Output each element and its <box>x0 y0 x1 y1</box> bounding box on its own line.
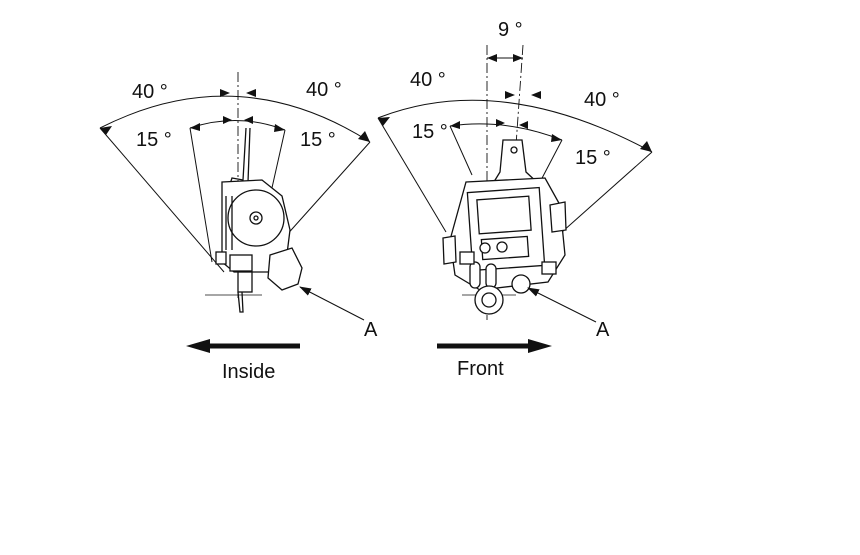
left-direction-arrow-head <box>186 339 210 353</box>
right-40-line-right <box>561 151 653 233</box>
left-15-line-left <box>189 127 213 263</box>
left-angle-outer-left: 40 ° <box>132 81 168 103</box>
left-15-arc <box>189 120 286 131</box>
left-40-arc <box>99 95 371 143</box>
left-40-arrow-cl <box>220 89 230 97</box>
left-15-arrow-cl <box>223 116 232 124</box>
left-callout-leader <box>299 286 365 321</box>
right-40-arc <box>377 99 653 153</box>
right-15-arrow-cr <box>519 121 528 129</box>
right-direction-arrow-head <box>528 339 552 353</box>
right-callout-leader <box>527 287 597 323</box>
right-retractor <box>442 139 567 315</box>
left-15-arrow-r <box>274 124 285 132</box>
right-15-line-right <box>539 139 563 183</box>
left-angle-inner-left: 15 ° <box>136 129 172 151</box>
right-40-arrow-r <box>640 141 652 152</box>
right-angle-inner-left: 15 ° <box>412 121 448 143</box>
right-15-arc <box>449 123 563 141</box>
left-view: 40 ° 40 ° 15 ° 15 ° A Inside <box>99 72 378 383</box>
right-direction-label: Front <box>457 358 504 380</box>
left-angle-inner-right: 15 ° <box>300 129 336 151</box>
right-15-arrow-cl <box>496 119 505 127</box>
right-9-arrow-l <box>487 54 497 62</box>
right-40-arrow-l <box>378 117 390 126</box>
right-40-arrow-cr <box>531 91 541 99</box>
right-view: 9 ° 40 ° 40 ° 15 ° 15 ° A Front <box>377 19 653 380</box>
right-angle-outer-right: 40 ° <box>584 89 620 111</box>
right-40-arrow-cl <box>505 91 515 99</box>
right-15-line-left <box>449 125 473 176</box>
right-15-arrow-r <box>551 134 562 142</box>
left-direction-label: Inside <box>222 361 275 383</box>
left-40-line-left <box>99 127 225 273</box>
right-angle-top: 9 ° <box>498 19 523 41</box>
right-angle-outer-left: 40 ° <box>410 69 446 91</box>
right-callout-label: A <box>596 319 610 341</box>
left-15-arrow-cr <box>244 116 253 124</box>
left-40-arrow-cr <box>246 89 256 97</box>
left-callout-label: A <box>364 319 378 341</box>
left-angle-outer-right: 40 ° <box>306 79 342 101</box>
left-40-line-right <box>283 141 371 239</box>
right-angle-inner-right: 15 ° <box>575 147 611 169</box>
left-40-arrow-l <box>100 126 112 135</box>
right-15-arrow-l <box>450 121 460 129</box>
left-15-arrow-l <box>190 123 200 131</box>
left-40-arrow-r <box>358 131 370 142</box>
left-retractor <box>215 127 303 313</box>
right-40-line-left <box>377 117 447 233</box>
right-9-arrow-r <box>513 54 523 62</box>
